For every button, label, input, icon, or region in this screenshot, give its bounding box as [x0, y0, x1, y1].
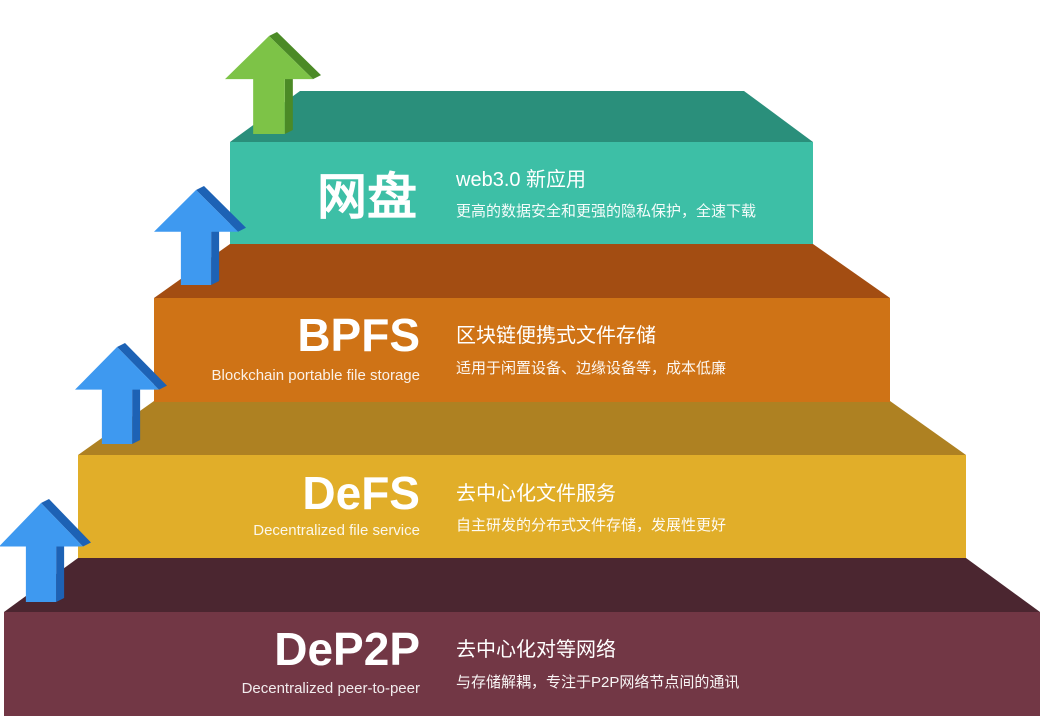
tier-description: 更高的数据安全和更强的隐私保护，全速下载	[456, 203, 757, 220]
tier-title: BPFS	[297, 309, 420, 361]
blue-up-arrow-icon	[117, 343, 167, 390]
blue-up-arrow-icon	[154, 190, 238, 285]
green-up-arrow-icon	[225, 36, 313, 134]
blue-up-arrow-icon	[132, 385, 141, 444]
blue-up-arrow-icon	[196, 186, 246, 232]
tier-front-face	[154, 298, 890, 402]
tier-top-surface	[154, 244, 890, 298]
tier-heading: 去中心化对等网络	[456, 639, 616, 661]
tier-heading: web3.0 新应用	[456, 169, 587, 191]
tier-subtitle: Decentralized peer-to-peer	[241, 680, 420, 697]
tier-title: DeP2P	[274, 623, 420, 675]
tier-top-surface	[78, 401, 966, 455]
green-up-arrow-icon	[284, 75, 293, 134]
tier-heading: 去中心化文件服务	[456, 483, 616, 505]
tier-top-surface	[4, 558, 1040, 612]
tier-description: 适用于闲置设备、边缘设备等，成本低廉	[456, 360, 727, 377]
tier-front-face	[78, 455, 966, 558]
tier-subtitle: Blockchain portable file storage	[211, 367, 420, 384]
tier-description: 自主研发的分布式文件存储，发展性更好	[456, 517, 727, 534]
blue-up-arrow-icon	[75, 347, 159, 444]
blue-up-arrow-icon	[41, 499, 91, 547]
tier-front-face	[4, 612, 1040, 716]
tier-title: DeFS	[302, 467, 420, 519]
green-up-arrow-icon	[269, 32, 321, 80]
blue-up-arrow-icon	[0, 503, 83, 602]
tier-top-surface	[230, 91, 813, 142]
blue-up-arrow-icon	[211, 227, 220, 285]
tier-front-face	[230, 142, 813, 244]
tier-subtitle: Decentralized file service	[253, 522, 420, 539]
tier-title: 网盘	[317, 169, 417, 225]
tier-heading: 区块链便携式文件存储	[456, 325, 656, 347]
blue-up-arrow-icon	[56, 542, 65, 602]
tier-description: 与存储解耦，专注于P2P网络节点间的通讯	[456, 674, 740, 691]
